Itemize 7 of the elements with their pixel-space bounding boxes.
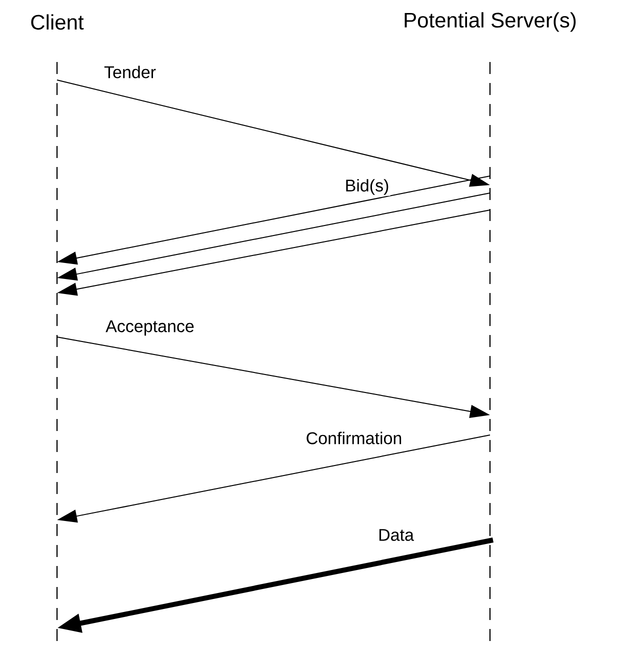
edge-label: Tender <box>103 64 157 80</box>
edge-label: Confirmation <box>304 430 404 446</box>
lifeline-header: Client <box>31 14 84 30</box>
edge-label: Acceptance <box>104 319 196 337</box>
edge-label: Bid(s) <box>344 178 390 196</box>
lifeline-header: Potential Server(s) <box>404 12 576 32</box>
edge-label: Data <box>377 528 415 542</box>
